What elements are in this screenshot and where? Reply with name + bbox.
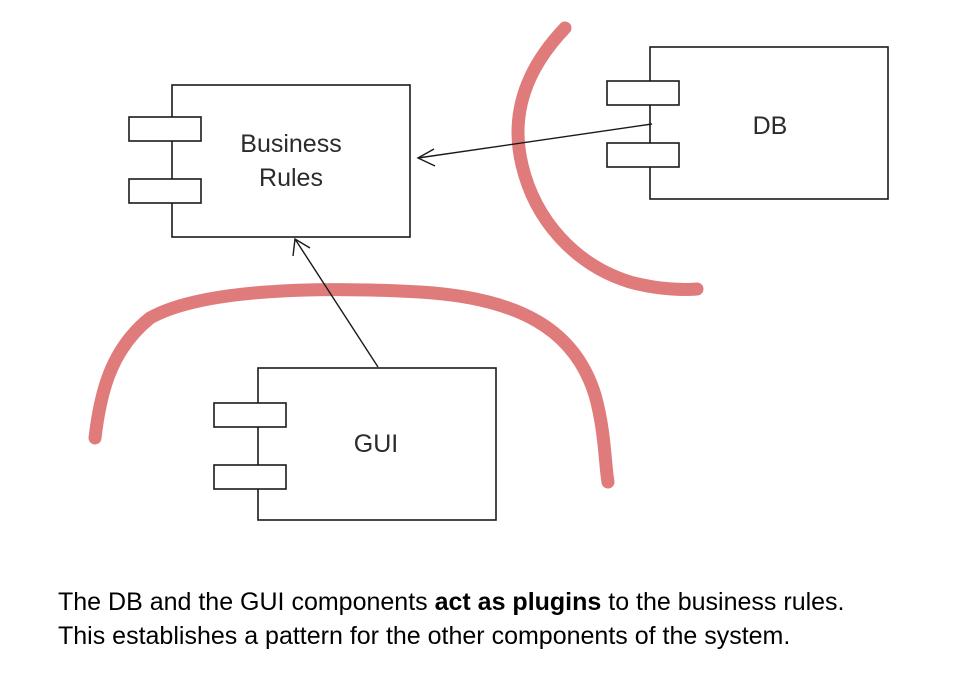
gui-boundary-line — [88, 283, 615, 489]
caption-line-1: The DB and the GUI components act as plu… — [58, 585, 958, 619]
db-port-top — [606, 80, 680, 106]
caption-line-1-start: The DB and the GUI components — [58, 588, 435, 616]
caption-line-1-end: to the business rules. — [601, 588, 845, 616]
caption-line-2: This establishes a pattern for the other… — [58, 622, 791, 650]
business-rules-component: Business Rules — [128, 84, 411, 238]
business-rules-port-top — [128, 116, 202, 142]
gui-port-top — [213, 402, 287, 428]
db-to-business-rules-arrow — [416, 123, 653, 167]
db-box — [649, 46, 889, 200]
business-rules-label-line1: Business — [240, 130, 341, 158]
business-rules-label-line2: Rules — [259, 164, 323, 192]
db-port-bottom — [606, 142, 680, 168]
db-boundary-line — [511, 21, 704, 296]
caption: The DB and the GUI components act as plu… — [58, 585, 958, 653]
business-rules-box — [171, 84, 411, 238]
gui-port-bottom — [213, 464, 287, 490]
gui-to-business-rules-arrow — [292, 237, 379, 368]
component-diagram: Business Rules DB GUI — [88, 21, 889, 521]
gui-box — [257, 367, 497, 521]
db-label: DB — [753, 112, 788, 140]
db-component: DB — [606, 46, 889, 200]
gui-component: GUI — [213, 367, 497, 521]
caption-emphasis: act as plugins — [434, 588, 602, 616]
business-rules-port-bottom — [128, 178, 202, 204]
gui-label: GUI — [354, 430, 398, 458]
